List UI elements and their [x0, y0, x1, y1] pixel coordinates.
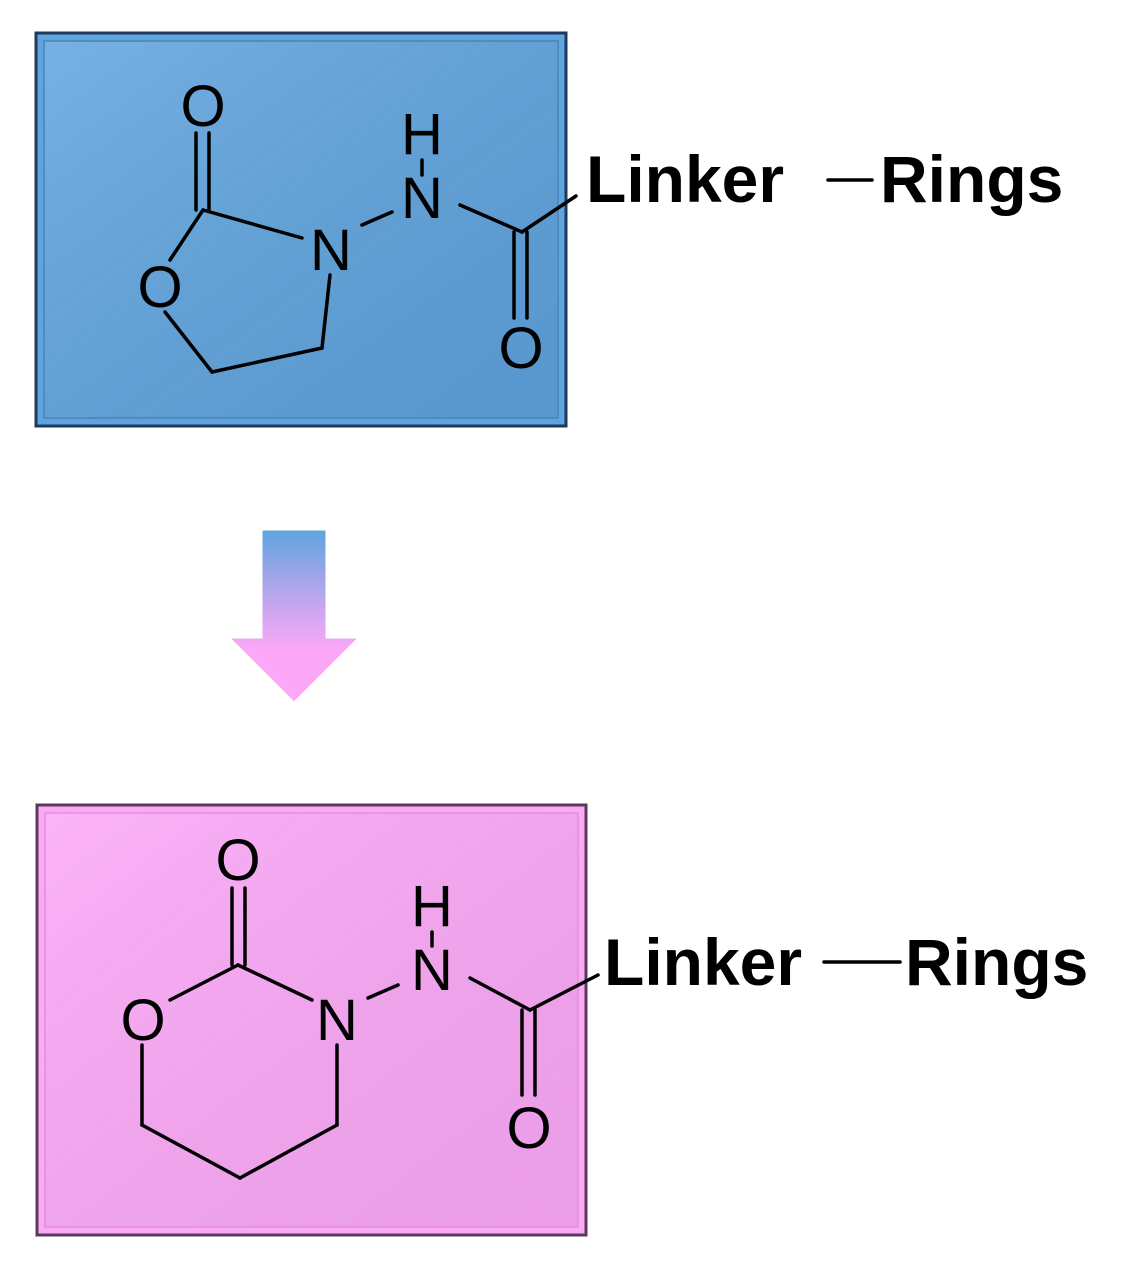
bottom-ring-oxygen: O — [120, 988, 165, 1053]
bottom-bonds — [140, 886, 600, 1180]
top-ring-nitrogen: N — [310, 218, 352, 283]
bottom-ring-nitrogen: N — [316, 988, 358, 1053]
top-amide-oxygen: O — [498, 316, 543, 381]
bottom-scaffold-group: O O N H N O Linker Rings — [35, 803, 1088, 1237]
bottom-rings-label: Rings — [905, 925, 1088, 999]
top-carbonyl-oxygen: O — [180, 74, 225, 139]
bottom-linker-label: Linker — [604, 925, 802, 999]
bottom-amide-nitrogen: N — [411, 938, 453, 1003]
top-scaffold-group: O O N H N O Linker Rings — [34, 31, 1063, 428]
top-bonds — [163, 131, 578, 374]
top-rings-label: Rings — [880, 142, 1063, 216]
bottom-carbonyl-oxygen: O — [215, 828, 260, 893]
bottom-amide-oxygen: O — [506, 1096, 551, 1161]
top-box-bevel — [43, 40, 559, 419]
down-arrow-icon — [228, 529, 360, 703]
bottom-box-bevel — [44, 812, 579, 1228]
top-amide-nitrogen: N — [401, 166, 443, 231]
top-linker-label: Linker — [586, 142, 784, 216]
top-ring-oxygen: O — [137, 255, 182, 320]
bottom-amide-hydrogen: H — [411, 874, 453, 939]
top-amide-hydrogen: H — [401, 102, 443, 167]
